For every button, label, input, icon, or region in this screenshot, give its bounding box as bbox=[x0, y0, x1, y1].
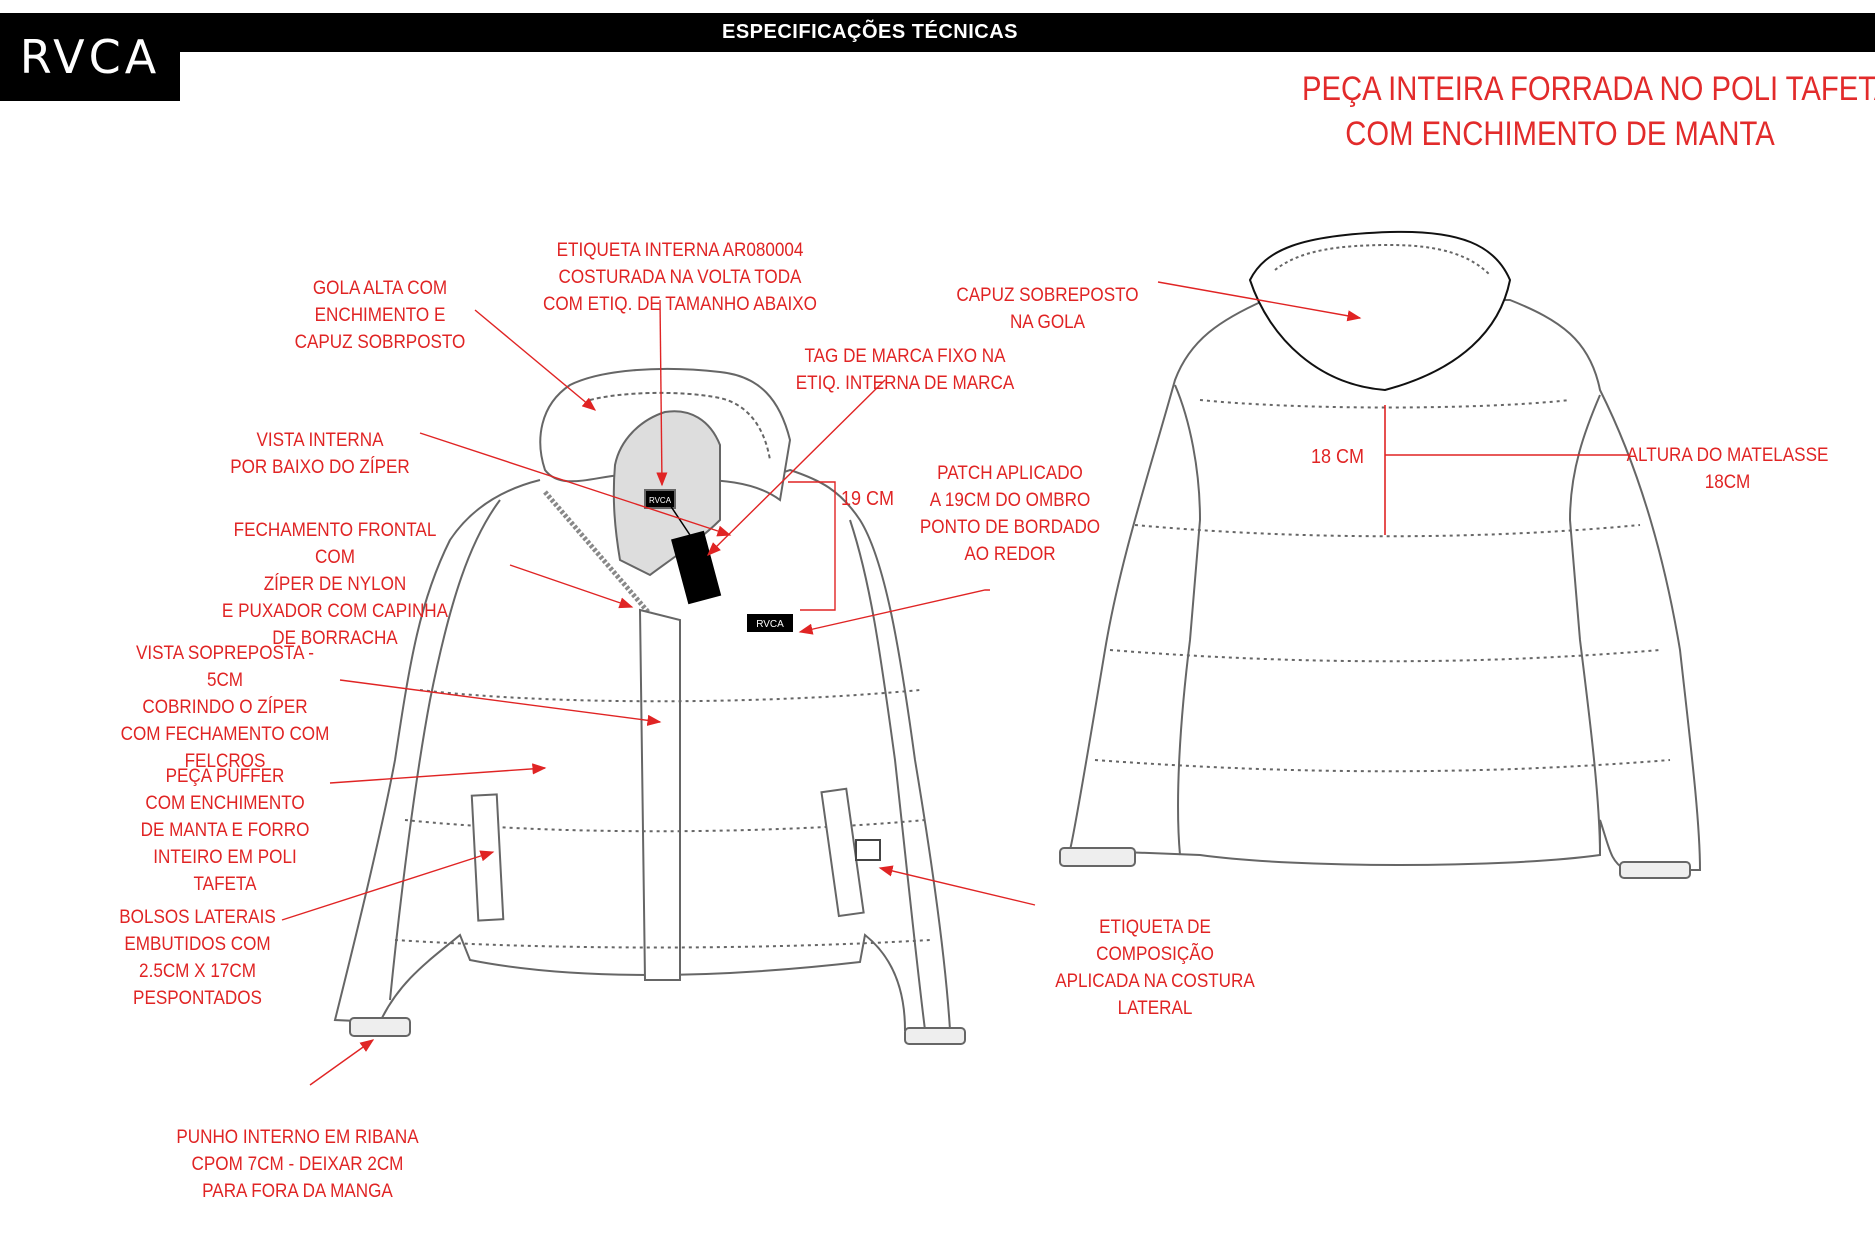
back-left-cuff bbox=[1059, 847, 1136, 867]
front-left-cuff bbox=[349, 1017, 411, 1037]
front-right-pocket bbox=[820, 787, 865, 918]
back-jacket-drawing bbox=[1059, 230, 1702, 879]
main-title-line-2: COM ENCHIMENTO DE MANTA bbox=[1345, 115, 1775, 153]
brand-logo: RVCA bbox=[0, 13, 180, 101]
zipper-line bbox=[543, 490, 657, 622]
logo-text: RVCA bbox=[19, 30, 161, 84]
front-right-cuff bbox=[904, 1027, 966, 1045]
inner-label-text: RVCA bbox=[649, 496, 672, 505]
hang-tag bbox=[671, 530, 722, 605]
front-left-pocket bbox=[470, 793, 505, 922]
back-right-cuff bbox=[1619, 861, 1691, 879]
back-body-outline bbox=[1068, 299, 1702, 871]
front-jacket-drawing bbox=[333, 367, 966, 1045]
measure-19cm bbox=[788, 481, 836, 611]
front-right-sleeve bbox=[849, 519, 926, 1031]
composition-label bbox=[855, 839, 881, 861]
header-bar: ESPECIFICAÇÕES TÉCNICAS bbox=[0, 13, 1875, 52]
main-title-line-1: PEÇA INTEIRA FORRADA NO POLI TAFETA bbox=[1302, 70, 1875, 108]
chest-patch bbox=[747, 614, 793, 632]
back-right-sleeve bbox=[1568, 394, 1601, 856]
measure-18cm bbox=[1384, 405, 1630, 535]
inner-label bbox=[644, 489, 676, 509]
measure-18cm-label: 18 CM bbox=[1310, 446, 1364, 468]
measure-19cm-label: 19 CM bbox=[840, 488, 894, 510]
back-hood bbox=[1248, 230, 1512, 392]
front-hood bbox=[539, 367, 792, 502]
inner-collar bbox=[612, 410, 721, 577]
page-title: ESPECIFICAÇÕES TÉCNICAS bbox=[722, 21, 1018, 43]
chest-patch-text: RVCA bbox=[756, 619, 784, 630]
back-left-sleeve bbox=[1174, 384, 1202, 856]
front-placket bbox=[638, 608, 681, 981]
